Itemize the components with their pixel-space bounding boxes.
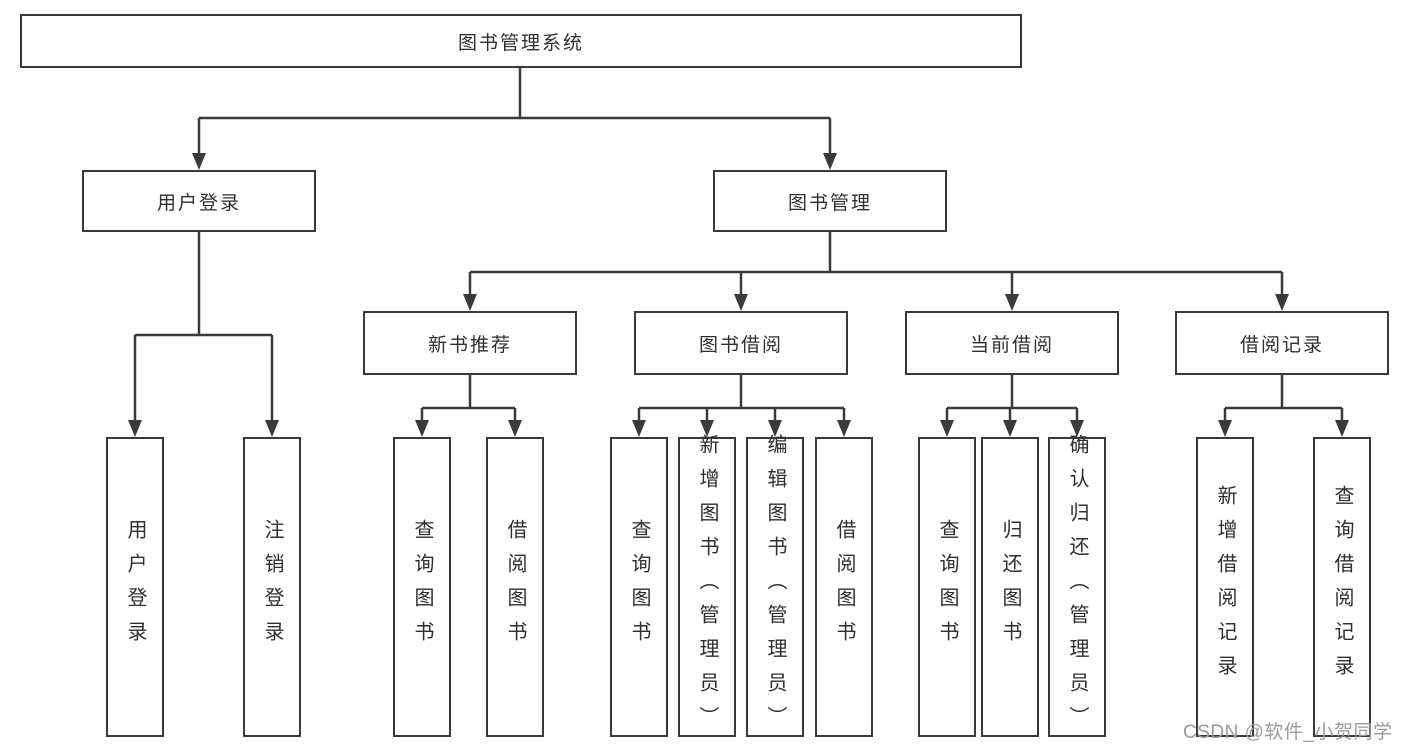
node-root-library-management-system: 图书管理系统	[20, 14, 1022, 68]
node-label: 借阅图书	[504, 519, 526, 655]
node-leaf-confirm-return-admin: 确认归还（管理员）	[1048, 434, 1106, 740]
node-leaf-add-borrow-record: 新增借阅记录	[1196, 437, 1254, 737]
node-label: 新增图书（管理员）	[696, 434, 718, 740]
node-new-book-recommend: 新书推荐	[363, 311, 577, 375]
node-leaf-borrow-books: 借阅图书	[815, 437, 873, 737]
node-leaf-query-borrow-record: 查询借阅记录	[1313, 437, 1371, 737]
node-leaf-logout: 注销登录	[243, 437, 301, 737]
node-leaf-query-books: 查询图书	[918, 437, 976, 737]
node-current-borrow: 当前借阅	[905, 311, 1119, 375]
node-label: 查询图书	[628, 519, 650, 655]
node-leaf-query-books: 查询图书	[610, 437, 668, 737]
node-label: 注销登录	[261, 519, 283, 655]
node-label: 查询图书	[936, 519, 958, 655]
node-label: 新增借阅记录	[1214, 485, 1236, 689]
node-label: 编辑图书（管理员）	[764, 434, 786, 740]
node-book-management: 图书管理	[713, 170, 947, 232]
node-book-borrow: 图书借阅	[634, 311, 848, 375]
node-label: 用户登录	[124, 519, 146, 655]
node-label: 查询借阅记录	[1331, 485, 1353, 689]
node-leaf-add-books-admin: 新增图书（管理员）	[678, 434, 736, 740]
node-label: 归还图书	[999, 519, 1021, 655]
csdn-watermark: CSDN @软件_小贺同学	[1183, 722, 1393, 743]
node-label: 查询图书	[411, 519, 433, 655]
node-leaf-borrow-books: 借阅图书	[486, 437, 544, 737]
node-user-login: 用户登录	[82, 170, 316, 232]
node-leaf-user-login: 用户登录	[106, 437, 164, 737]
node-leaf-query-books: 查询图书	[393, 437, 451, 737]
node-label: 确认归还（管理员）	[1066, 434, 1088, 740]
node-leaf-return-books: 归还图书	[981, 437, 1039, 737]
node-leaf-edit-books-admin: 编辑图书（管理员）	[746, 434, 804, 740]
node-label: 借阅图书	[833, 519, 855, 655]
node-borrow-record: 借阅记录	[1175, 311, 1389, 375]
